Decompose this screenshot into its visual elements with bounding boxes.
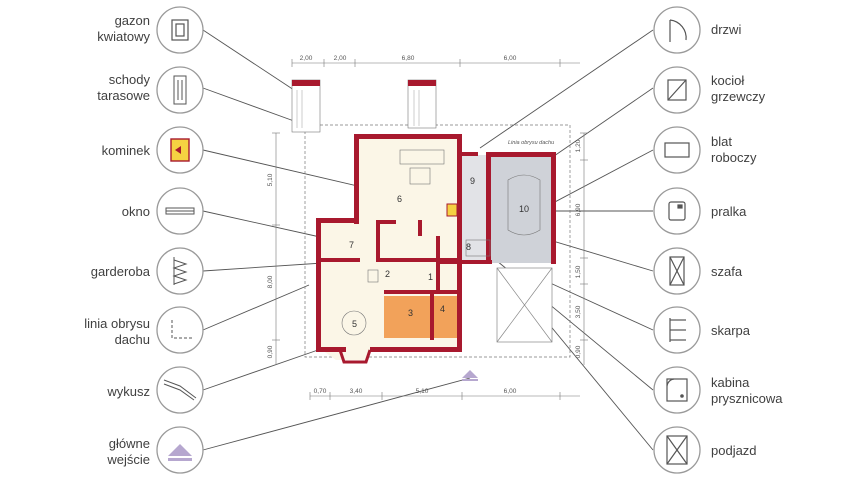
room-3: 3 [408, 308, 413, 318]
dim-top-3: 6,80 [402, 55, 415, 62]
dim-left-2: 8,00 [267, 275, 274, 288]
driveway-icon [666, 435, 688, 465]
room-1: 1 [428, 272, 433, 282]
main-entrance-marker [462, 370, 478, 378]
main-entrance-icon [168, 444, 192, 461]
label-podjazd: podjazd [711, 443, 757, 458]
room-2: 2 [385, 269, 390, 279]
room-5: 5 [352, 319, 357, 329]
dim-top-1: 2,00 [300, 55, 313, 62]
label-kominek: kominek [101, 143, 150, 158]
slope-icon [669, 318, 686, 342]
room-6: 6 [397, 194, 402, 204]
roof-outline-icon [171, 320, 192, 339]
dim-right-2: 6,90 [575, 203, 582, 216]
roof-outline [304, 124, 571, 358]
label-pralka: pralka [711, 204, 747, 219]
dim-bottom-4: 6,00 [504, 388, 517, 395]
dim-bottom-1: 0,70 [314, 388, 327, 395]
room-4: 4 [440, 304, 445, 314]
flower-bed-icon [171, 19, 189, 41]
wardrobe-icon [172, 257, 188, 285]
label-skarpa: skarpa [711, 323, 751, 338]
dimension-top [291, 59, 580, 67]
dim-left-1: 5,10 [267, 173, 274, 186]
dim-right-3: 1,50 [575, 265, 582, 278]
label-szafa: szafa [711, 264, 743, 279]
dim-top-4: 6,00 [504, 55, 517, 62]
worktop-icon [664, 142, 690, 158]
fireplace-icon [170, 138, 190, 162]
washing-machine-icon [668, 201, 686, 221]
bay-window-icon [163, 379, 197, 401]
terrace-stairs-icon [173, 75, 187, 105]
dim-bottom-2: 3,40 [350, 388, 363, 395]
dim-left-3: 0,90 [267, 345, 274, 358]
roof-line-label: Linia obrysu dachu [508, 140, 554, 146]
room-8: 8 [466, 242, 471, 252]
closet-icon [669, 256, 685, 286]
dim-right-5: 0,90 [575, 345, 582, 358]
driveway [496, 267, 553, 343]
room-9: 9 [470, 176, 475, 186]
room-10: 10 [519, 204, 529, 214]
garage-area [488, 155, 554, 263]
boiler-icon [667, 79, 687, 101]
door-icon [669, 19, 687, 42]
kitchen-area [384, 296, 458, 338]
dim-right-4: 3,50 [575, 305, 582, 318]
room-7: 7 [349, 240, 354, 250]
label-garderoba: garderoba [90, 264, 150, 279]
dim-bottom-3: 5,10 [416, 388, 429, 395]
label-drzwi: drzwi [711, 22, 742, 37]
dimension-bottom [309, 392, 580, 400]
terrace-stairs [291, 79, 437, 133]
dim-top-2: 2,00 [334, 55, 347, 62]
label-wykusz: wykusz [107, 384, 150, 399]
walls [316, 134, 556, 352]
shower-cabin-icon [666, 378, 688, 402]
label-okno: okno [121, 204, 150, 219]
fireplace-mark [446, 203, 458, 217]
bay-window [338, 349, 372, 364]
window-icon [165, 207, 195, 215]
dim-right-1: 1,20 [575, 139, 582, 152]
